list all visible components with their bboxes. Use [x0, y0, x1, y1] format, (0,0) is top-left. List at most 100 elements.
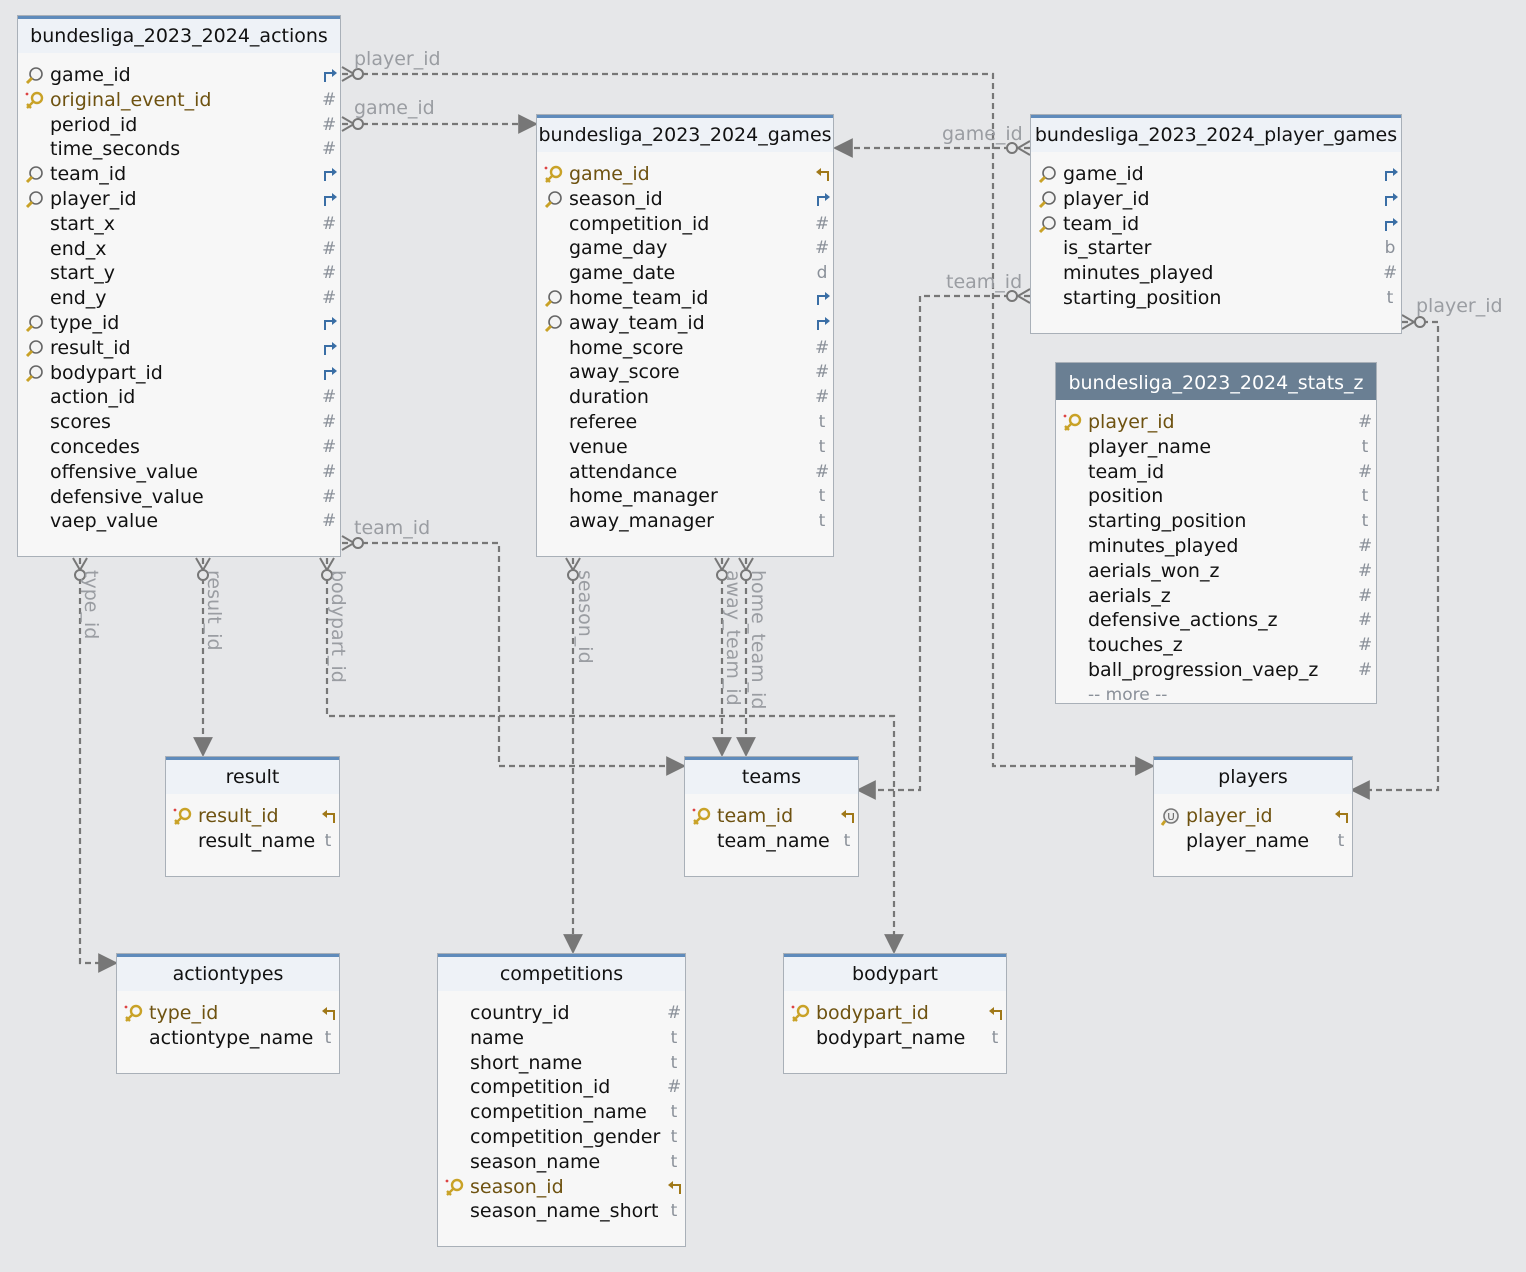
table-header[interactable]: teams: [685, 757, 858, 794]
column-row[interactable]: concedes#: [18, 435, 340, 460]
column-row[interactable]: start_x#: [18, 212, 340, 237]
column-row[interactable]: touches_z#: [1056, 633, 1376, 658]
table-header[interactable]: players: [1154, 757, 1352, 794]
table-header[interactable]: competitions: [438, 954, 685, 991]
more-columns-row[interactable]: -- more --: [1056, 683, 1376, 708]
column-row[interactable]: defensive_actions_z#: [1056, 608, 1376, 633]
column-row[interactable]: season_id: [438, 1175, 685, 1200]
column-row[interactable]: period_id#: [18, 113, 340, 138]
column-row[interactable]: game_id: [1031, 162, 1401, 187]
column-row[interactable]: competition_id#: [537, 212, 833, 237]
column-row[interactable]: scores#: [18, 410, 340, 435]
column-row[interactable]: end_x#: [18, 237, 340, 262]
column-row[interactable]: type_id: [18, 311, 340, 336]
column-row[interactable]: home_score#: [537, 336, 833, 361]
column-row[interactable]: game_id: [537, 162, 833, 187]
table-header[interactable]: bundesliga_2023_2024_stats_z: [1056, 363, 1376, 400]
unique-key-icon: U: [1160, 807, 1180, 827]
column-row[interactable]: country_id#: [438, 1001, 685, 1026]
column-type: #: [1358, 412, 1373, 432]
table-header[interactable]: bundesliga_2023_2024_games: [537, 115, 833, 152]
column-row[interactable]: team_id: [1031, 212, 1401, 237]
column-row[interactable]: team_id: [18, 162, 340, 187]
column-row[interactable]: result_id: [18, 336, 340, 361]
column-row[interactable]: type_id: [117, 1001, 339, 1026]
column-row[interactable]: home_team_id: [537, 286, 833, 311]
column-row[interactable]: away_team_id: [537, 311, 833, 336]
column-row[interactable]: player_id#: [1056, 410, 1376, 435]
column-row[interactable]: aerials_won_z#: [1056, 559, 1376, 584]
column-row[interactable]: bodypart_id: [784, 1001, 1006, 1026]
column-row[interactable]: minutes_played#: [1031, 261, 1401, 286]
column-row[interactable]: season_id: [537, 187, 833, 212]
column-row[interactable]: original_event_id#: [18, 88, 340, 113]
column-row[interactable]: minutes_played#: [1056, 534, 1376, 559]
column-row[interactable]: result_id: [166, 804, 339, 829]
column-type: t: [991, 1027, 999, 1048]
column-row[interactable]: defensive_value#: [18, 485, 340, 510]
column-row[interactable]: player_id: [1031, 187, 1401, 212]
column-row[interactable]: aerials_z#: [1056, 584, 1376, 609]
column-row[interactable]: player_id: [18, 187, 340, 212]
table-header[interactable]: bodypart: [784, 954, 1006, 991]
column-row[interactable]: start_y#: [18, 261, 340, 286]
table-bundesliga-2023-2024-player-games[interactable]: bundesliga_2023_2024_player_games game_i…: [1030, 114, 1402, 334]
column-row[interactable]: vaep_value#: [18, 509, 340, 534]
table-header[interactable]: result: [166, 757, 339, 794]
table-bundesliga-2023-2024-stats-z[interactable]: bundesliga_2023_2024_stats_z player_id#p…: [1055, 362, 1377, 705]
column-row[interactable]: game_id: [18, 63, 340, 88]
column-row[interactable]: team_id: [685, 804, 858, 829]
column-type: #: [1358, 659, 1373, 680]
column-row[interactable]: offensive_value#: [18, 460, 340, 485]
column-row[interactable]: duration#: [537, 385, 833, 410]
table-header[interactable]: bundesliga_2023_2024_player_games: [1031, 115, 1401, 152]
column-row[interactable]: attendance#: [537, 460, 833, 485]
table-header[interactable]: bundesliga_2023_2024_actions: [18, 16, 340, 53]
column-row[interactable]: action_id#: [18, 385, 340, 410]
column-row[interactable]: ball_progression_vaep_z#: [1056, 658, 1376, 683]
table-title: teams: [741, 766, 802, 788]
column-row[interactable]: time_seconds#: [18, 137, 340, 162]
column-name: touches_z: [1088, 634, 1183, 657]
column-row[interactable]: away_score#: [537, 360, 833, 385]
column-row[interactable]: end_y#: [18, 286, 340, 311]
column-type: t: [324, 1027, 332, 1048]
column-row[interactable]: game_day#: [537, 236, 833, 261]
column-row[interactable]: team_id#: [1056, 460, 1376, 485]
table-header[interactable]: actiontypes: [117, 954, 339, 991]
column-row[interactable]: competition_id#: [438, 1075, 685, 1100]
column-type: t: [1386, 287, 1394, 308]
column-row[interactable]: bodypart_id: [18, 361, 340, 386]
column-name: original_event_id: [50, 88, 212, 111]
